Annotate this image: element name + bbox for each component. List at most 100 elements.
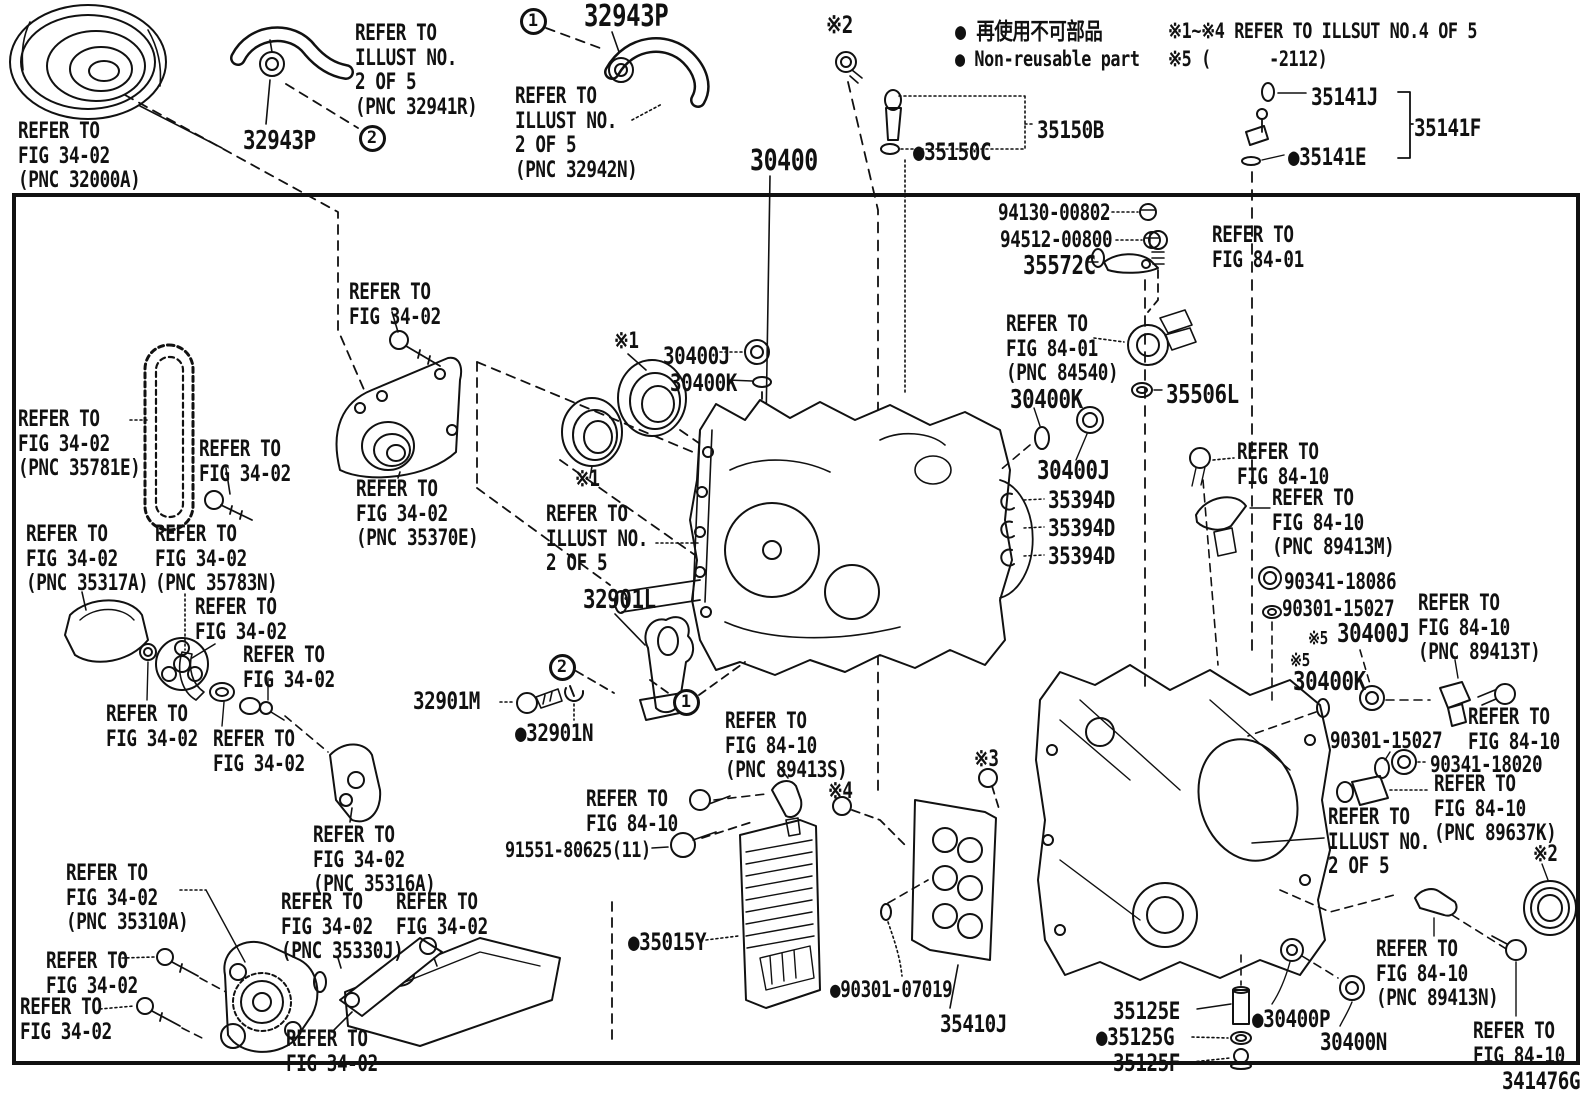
ref-fig-34-02-pnc-32000a: REFER TO FIG 34-02 (PNC 32000A) [18,119,141,194]
part-35141f: 35141F [1414,114,1481,142]
ref-fig-84-10-b: REFER TO FIG 84-10 [1468,705,1560,755]
part-32943p: 32943P [243,126,316,156]
left-parts-drawing [64,591,285,727]
ref-fig-34-02-g: REFER TO FIG 34-02 [46,949,138,999]
figure-code: 341476G [1502,1067,1581,1095]
part-35572c: 35572C [1023,251,1096,281]
callout-number-2: 2 [358,124,386,152]
detent-parts-drawing [1241,82,1414,659]
part-90301-15027-2: 90301-15027 [1330,729,1443,754]
transaxle-front-case-drawing [614,399,1034,676]
part-30400j-2: 30400J [1337,619,1410,649]
ref-fig-84-10-pnc-89413n: REFER TO FIG 84-10 (PNC 89413N) [1376,937,1499,1012]
legend-non-reusable-en: ● Non-reusable part [955,47,1140,71]
part-32943p-2: 32943P [584,0,669,34]
ref-fig-34-02-pnc-35370e: REFER TO FIG 34-02 (PNC 35370E) [356,477,479,552]
ref-fig-84-10-pnc-89413t: REFER TO FIG 84-10 (PNC 89413T) [1418,591,1541,666]
ref-fig-34-02-pnc-35783n: REFER TO FIG 34-02 (PNC 35783N) [155,522,278,597]
ref-fig-84-10-d: REFER TO FIG 84-10 [586,787,678,837]
part-35394d-1: 35394D [1048,486,1115,514]
outlet-hose-drawing [545,27,710,121]
sym-5a: ※5 [1308,628,1328,649]
callout-number-1: 1 [672,688,700,716]
part-35141j: 35141J [1311,83,1378,111]
oil-sender-drawing [880,89,1035,393]
part-35394d-2: 35394D [1048,514,1115,542]
ref-fig-84-10-pnc-89637k: REFER TO FIG 84-10 (PNC 89637K) [1434,772,1557,847]
ref-fig-34-02-pnc-35330j: REFER TO FIG 34-02 (PNC 35330J) [281,890,404,965]
part-30400: 30400 [750,143,818,177]
oil-pump-drawing [99,715,561,1053]
part-35150b: 35150B [1037,116,1104,144]
part-94512-00800: 94512-00800 [1000,228,1113,253]
ref-fig-84-10-c: REFER TO FIG 84-10 [1473,1019,1565,1069]
ref-fig-34-02-f: REFER TO FIG 34-02 [213,727,305,777]
legend-note-1: ※1~※4 REFER TO ILLSUT NO.4 OF 5 [1168,19,1478,43]
legend-note-2: ※5 ( -2112) [1168,47,1328,71]
part-35410j: 35410J [940,1010,1007,1038]
chain-drawing [129,343,253,532]
ref-fig-84-10-pnc-89413m: REFER TO FIG 84-10 (PNC 89413M) [1272,486,1395,561]
ref-fig-84-01: REFER TO FIG 84-01 [1212,223,1304,273]
ref-fig-34-02-a: REFER TO FIG 34-02 [349,280,441,330]
ref-fig-34-02-h: REFER TO FIG 34-02 [20,995,112,1045]
part-30400k-seal: 30400K [670,369,737,397]
sym-2-top: ※2 [826,11,853,39]
sym-5b: ※5 [1290,650,1310,671]
ref-illust-2of5-b: REFER TO ILLUST NO. 2 OF 5 [1328,805,1430,880]
part-35125e: 35125E [1113,997,1180,1025]
ref-fig-34-02-c: REFER TO FIG 34-02 [195,595,287,645]
valve-body-drawing [651,767,1001,1009]
ref-fig-34-02-e: REFER TO FIG 34-02 [106,702,198,752]
part-30400k-2: 30400K [1293,667,1366,697]
part-35150c: ●35150C [913,138,992,166]
ref-fig-84-01-pnc-84540: REFER TO FIG 84-01 (PNC 84540) [1006,312,1119,387]
transaxle-rear-case-drawing [1035,664,1331,981]
part-35125f: 35125F [1113,1049,1180,1077]
sym-4: ※4 [828,779,853,804]
part-32901m: 32901M [413,687,480,715]
part-32901n: ●32901N [515,719,594,747]
ref-illust-2of5-pnc-32941r: REFER TO ILLUST NO. 2 OF 5 (PNC 32941R) [355,21,478,120]
sym-1b: ※1 [575,467,600,492]
ref-fig-34-02-i: REFER TO FIG 34-02 [396,890,488,940]
sym-2-bottom: ※2 [1533,842,1558,867]
part-35141e: ●35141E [1288,143,1367,171]
sym-3: ※3 [974,747,999,772]
part-30400j-seal: 30400J [663,342,730,370]
part-30400p: ●30400P [1252,1005,1331,1033]
ref-illust-2of5-c: REFER TO ILLUST NO. 2 OF 5 [546,502,648,577]
breather-bolt-drawing [765,51,879,791]
shift-lever-drawing [499,613,746,721]
legend-non-reusable-jp: ● 再使用不可部品 [955,19,1103,45]
inlet-hose-drawing [230,26,359,129]
part-90341-18086: 90341-18086 [1284,570,1397,595]
part-94130-00802: 94130-00802 [998,201,1111,226]
ecu-drawing [611,819,821,1041]
right-sensors-drawing [997,203,1577,1070]
part-35394d-3: 35394D [1048,542,1115,570]
callout-number-2: 2 [548,653,576,681]
part-32901l: 32901L [583,585,656,615]
diagram-border [12,193,1580,1065]
sym-1a: ※1 [614,329,639,354]
part-30400n: 30400N [1320,1028,1387,1056]
part-91551-80625-11: 91551-80625(11) [505,838,651,862]
part-90301-07019: ●90301-07019 [830,978,953,1003]
callout-number-1: 1 [519,7,547,35]
ref-fig-84-10-pnc-89413s: REFER TO FIG 84-10 (PNC 89413S) [725,709,848,784]
ref-fig-34-02-pnc-35310a: REFER TO FIG 34-02 (PNC 35310A) [66,861,189,936]
ref-fig-34-02-b: REFER TO FIG 34-02 [199,437,291,487]
ref-fig-84-10-a: REFER TO FIG 84-10 [1237,440,1329,490]
ref-fig-34-02-pnc-35317a: REFER TO FIG 34-02 (PNC 35317A) [26,522,149,597]
part-30400j: 30400J [1037,456,1110,486]
part-35506l: 35506L [1166,380,1239,410]
ref-illust-2of5-pnc-32942n: REFER TO ILLUST NO. 2 OF 5 (PNC 32942N) [515,84,638,183]
ref-fig-34-02-pnc-35316a: REFER TO FIG 34-02 (PNC 35316A) [313,823,436,898]
ref-fig-34-02-pnc-35781e: REFER TO FIG 34-02 (PNC 35781E) [18,407,141,482]
part-90341-18020: 90341-18020 [1430,753,1543,778]
part-35015y: ●35015Y [628,928,707,956]
bracket-drawing [124,94,701,586]
